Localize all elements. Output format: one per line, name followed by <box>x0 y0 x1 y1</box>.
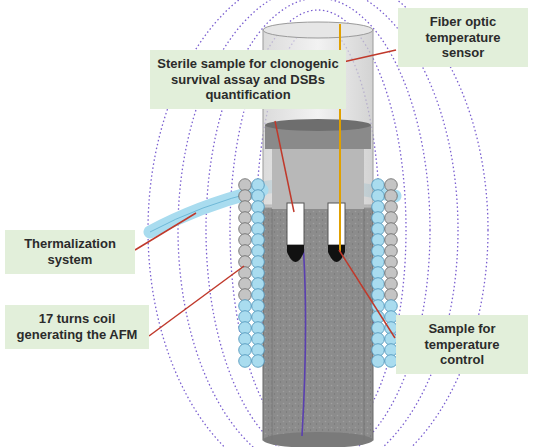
label-box: Sample for temperature control <box>396 315 528 374</box>
coil-turn <box>372 355 385 368</box>
label-box: Thermalization system <box>5 230 135 274</box>
field-lines <box>148 0 488 447</box>
coil-turn <box>252 355 265 368</box>
label-text: Fiber optic temperature sensor <box>404 14 522 61</box>
label-text: Sterile sample for clonogenic survival a… <box>156 56 340 103</box>
coil-turn <box>239 355 252 368</box>
coil <box>239 179 398 368</box>
label-box: Fiber optic temperature sensor <box>398 8 528 67</box>
label-text: 17 turns coil generating the AFM <box>11 311 143 342</box>
label-box: 17 turns coil generating the AFM <box>5 305 149 349</box>
label-box: Sterile sample for clonogenic survival a… <box>150 50 346 109</box>
sample-tubes <box>287 203 345 262</box>
label-text: Thermalization system <box>11 236 129 267</box>
leader-lines <box>135 50 396 338</box>
label-text: Sample for temperature control <box>402 321 522 368</box>
